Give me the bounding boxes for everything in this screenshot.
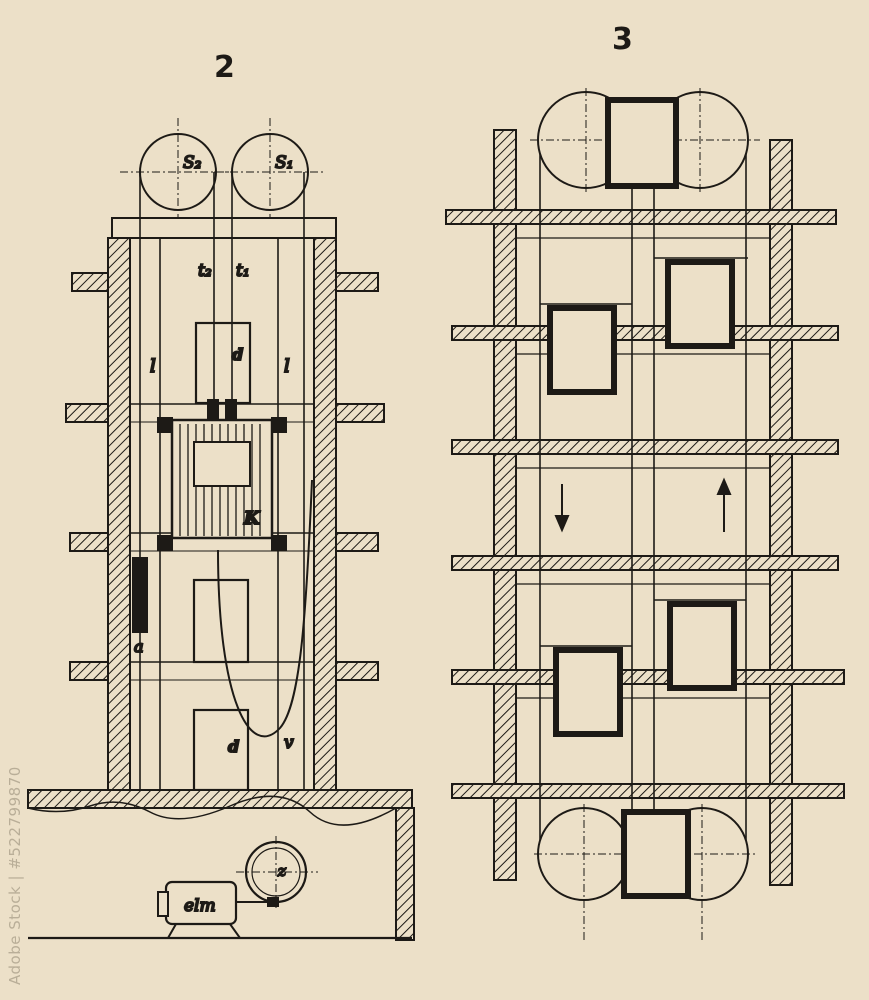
label-t2: t₂ [198, 261, 212, 281]
label-s2: S₂ [183, 153, 202, 173]
cabin-up-1 [654, 257, 748, 349]
label-v: v [284, 733, 294, 753]
ground-slab [27, 789, 413, 809]
label-d-bottom: d [228, 737, 239, 756]
door-top [194, 321, 252, 405]
pit-outline [27, 795, 397, 826]
label-a: a [134, 637, 144, 656]
label-z: z [277, 862, 286, 880]
traveling-cable [217, 479, 313, 738]
label-elm: elm [184, 896, 216, 916]
label-k: K [243, 508, 261, 529]
cabin-bottom [621, 809, 691, 899]
stock-watermark: Adobe Stock | #522799870 [6, 766, 24, 985]
cabin-top [605, 97, 679, 189]
figure-2-elevator-section: S₂ S₁ t₂ t₁ l l d d K a v z elm [27, 118, 415, 941]
door-bottom [192, 708, 250, 792]
arrow-down-icon [554, 484, 570, 533]
figure-2-number: 2 [214, 50, 235, 85]
cabin-up-2 [654, 599, 746, 691]
shaft-wall-right [313, 237, 337, 791]
sheave-s2 [120, 118, 236, 220]
label-d-top: d [232, 345, 243, 364]
head-beam [111, 217, 337, 239]
figure-3-paternoster-section [445, 88, 845, 940]
label-s1: S₁ [275, 153, 293, 173]
counterweight [132, 557, 148, 633]
paternoster-wall-left [493, 129, 517, 881]
drum-z [236, 836, 318, 910]
paternoster-cabins [540, 97, 748, 899]
elevator-car [157, 399, 287, 551]
cabin-down-2 [540, 645, 632, 737]
paternoster-wall-right [769, 139, 793, 886]
arrow-up-icon [716, 477, 732, 532]
guide-ropes [139, 172, 305, 790]
figure-3-number: 3 [612, 22, 633, 57]
door-middle [192, 578, 250, 664]
pit-wall-right [395, 807, 415, 941]
electric-motor [157, 880, 268, 939]
cabin-down-1 [540, 303, 632, 395]
label-t1: t₁ [236, 261, 250, 281]
paternoster-chains [539, 140, 747, 856]
shaft-wall-left [107, 237, 131, 791]
label-l-left: l [150, 356, 156, 377]
sheave-s1 [214, 118, 326, 220]
label-l-right: l [284, 356, 290, 377]
